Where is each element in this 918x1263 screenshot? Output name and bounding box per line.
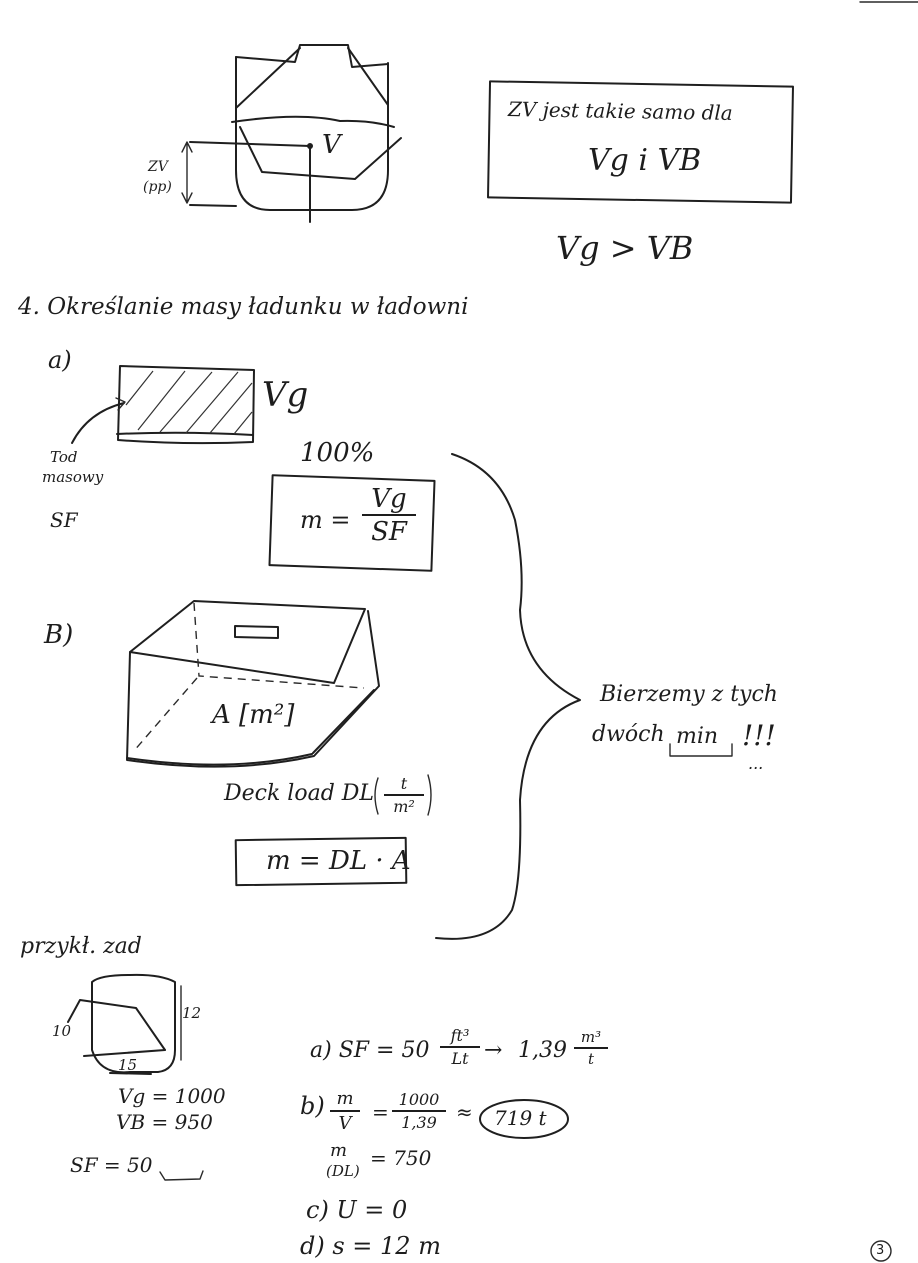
step-b-fraction-2: 1000 1,39 xyxy=(392,1092,446,1131)
vg-label: Vg xyxy=(262,375,309,415)
page-number-circle xyxy=(870,1240,892,1262)
note-line-2: Vg i VB xyxy=(588,143,702,178)
page-number: 3 xyxy=(876,1243,885,1258)
step-d: d) s = 12 m xyxy=(300,1232,441,1260)
step-a-result-unit-num: m³ xyxy=(574,1030,608,1049)
step-b-equals: = xyxy=(372,1100,389,1124)
hold-b-sketch xyxy=(126,600,380,768)
example-vb: VB = 950 xyxy=(116,1110,213,1134)
example-dim-left: 10 xyxy=(52,1022,72,1040)
volume-comparison: Vg > VB xyxy=(556,229,694,267)
zv-label: ZV xyxy=(148,159,168,175)
step-b-fraction-2-den: 1,39 xyxy=(401,1113,437,1132)
deck-load-label: Deck load DL xyxy=(224,781,375,806)
example-sf: SF = 50 xyxy=(70,1153,153,1177)
formula-a-frame xyxy=(268,474,436,572)
step-b-fraction-1: m V xyxy=(330,1090,360,1133)
example-vg: Vg = 1000 xyxy=(118,1084,226,1108)
step-c: c) U = 0 xyxy=(306,1196,408,1224)
stowage-label-3: SF xyxy=(50,508,78,532)
brace-note-dots: ... xyxy=(748,754,764,773)
case-b-label: B) xyxy=(44,620,74,650)
result-circle xyxy=(479,1099,569,1139)
deck-load-unit: t m² xyxy=(384,776,424,815)
step-a-result-unit: m³ t xyxy=(574,1030,608,1067)
deck-load-unit-den: m² xyxy=(393,797,415,816)
step-b-prefix: b) xyxy=(300,1092,325,1120)
step-a-unit-den: Lt xyxy=(451,1049,469,1068)
note-line-1: ZV jest takie samo dla xyxy=(507,97,733,125)
step-b2-m: m xyxy=(330,1140,348,1161)
step-a-result-unit-den: t xyxy=(587,1050,595,1068)
step-a-unit-num: ft³ xyxy=(440,1028,480,1048)
hold-a-sketch xyxy=(71,365,255,445)
example-title: przykł. zad xyxy=(20,934,142,959)
example-dim-right: 12 xyxy=(182,1004,202,1022)
brace-note-line-1: Bierzemy z tych xyxy=(600,682,778,707)
stowage-label-1: Tod xyxy=(50,448,78,466)
step-b2-dl: (DL) xyxy=(326,1162,360,1180)
step-a-result: 1,39 xyxy=(518,1038,567,1063)
section-heading: 4. Określanie masy ładunku w ładowni xyxy=(18,294,469,320)
curly-brace xyxy=(435,453,581,940)
percent-label: 100% xyxy=(300,438,375,468)
area-label: A [m²] xyxy=(212,700,295,730)
note-box-frame xyxy=(487,80,794,204)
example-hold-sketch xyxy=(67,973,204,1181)
center-of-volume-dot xyxy=(307,143,313,149)
formula-b: m = DL · A xyxy=(266,846,411,876)
example-dim-bottom: 15 xyxy=(118,1056,138,1074)
step-b-fraction-1-den: V xyxy=(338,1113,352,1134)
v-label: V xyxy=(322,130,341,160)
step-a-prefix: a) SF = 50 xyxy=(310,1038,430,1063)
step-a-arrow: → xyxy=(484,1038,503,1063)
step-b-fraction-2-num: 1000 xyxy=(392,1092,446,1112)
step-b2-value: = 750 xyxy=(370,1146,432,1170)
brace-note-min: min xyxy=(676,724,719,749)
case-a-label: a) xyxy=(48,346,72,374)
formula-a-lhs: m = xyxy=(300,506,351,534)
step-b-result: 719 t xyxy=(494,1106,547,1130)
stowage-label-2: masowy xyxy=(42,468,104,486)
formula-a-numerator: Vg xyxy=(362,486,416,516)
formula-a-denominator: SF xyxy=(371,517,407,547)
step-a-unit: ft³ Lt xyxy=(440,1028,480,1067)
deck-load-unit-num: t xyxy=(384,776,424,796)
brace-note-exclamation: !!! xyxy=(742,719,776,752)
step-b-fraction-1-num: m xyxy=(330,1090,360,1112)
hull-sketch xyxy=(181,44,402,223)
brace-note-line-2: dwóch xyxy=(592,722,665,747)
pp-label: (pp) xyxy=(143,179,172,195)
step-b-approx: ≈ xyxy=(456,1100,473,1124)
formula-b-frame xyxy=(234,836,408,887)
formula-a-fraction: Vg SF xyxy=(362,486,416,545)
